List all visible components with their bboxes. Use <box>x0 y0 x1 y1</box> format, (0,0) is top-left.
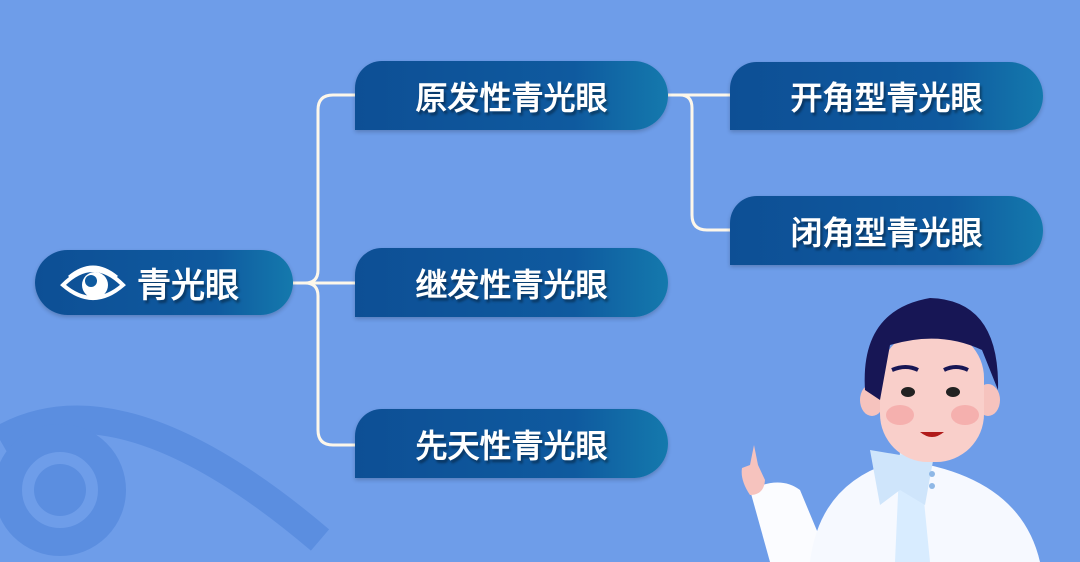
root-label: 青光眼 <box>137 266 239 306</box>
node-closed-angle-glaucoma[interactable]: 闭角型青光眼 <box>730 196 1043 265</box>
node-secondary-glaucoma[interactable]: 继发性青光眼 <box>355 248 668 317</box>
root-node[interactable]: 青光眼 <box>35 250 293 315</box>
node-open-angle-glaucoma[interactable]: 开角型青光眼 <box>730 62 1043 130</box>
node-primary-glaucoma[interactable]: 原发性青光眼 <box>355 61 668 130</box>
node-congenital-glaucoma[interactable]: 先天性青光眼 <box>355 409 668 478</box>
doctor-illustration <box>741 298 1040 562</box>
eye-icon <box>60 265 126 300</box>
